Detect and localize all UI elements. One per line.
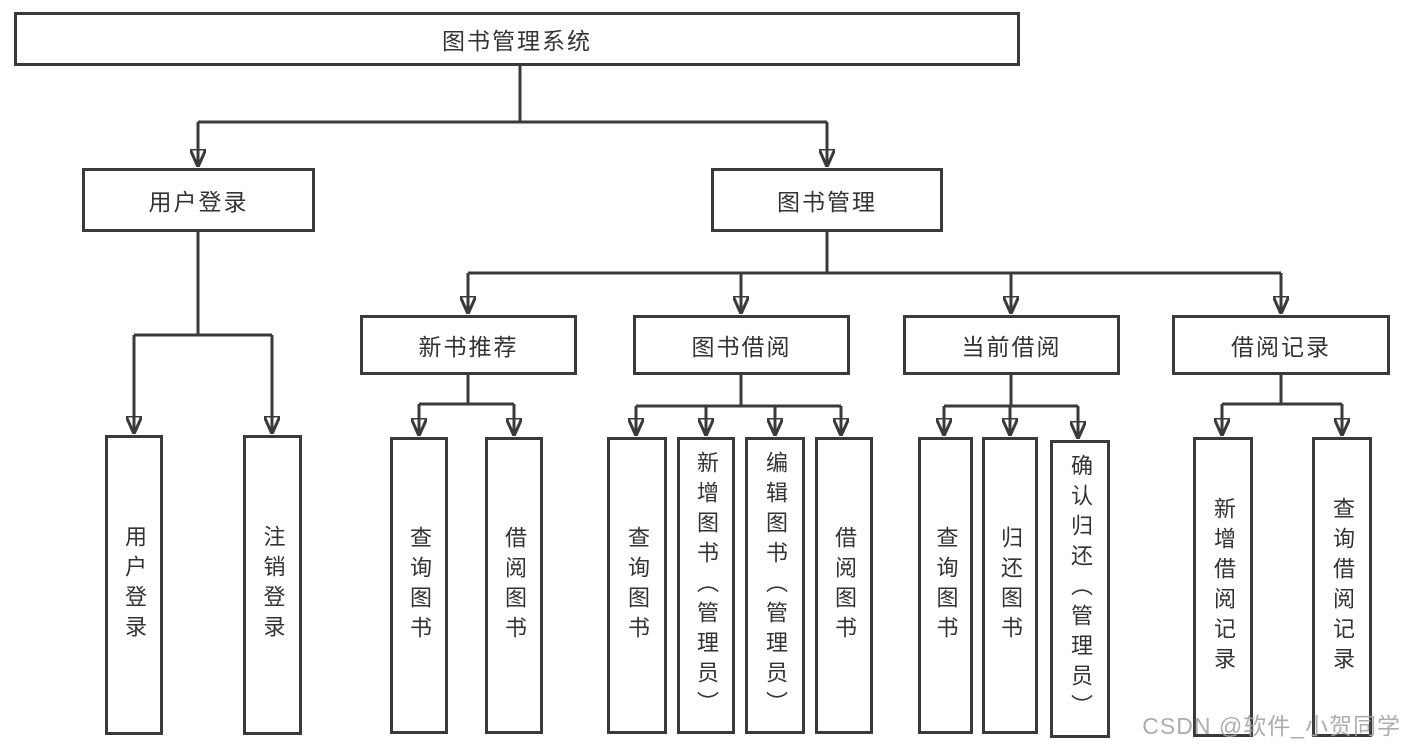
leaf-query-books-borrow-label: 查询图书: [625, 525, 650, 646]
leaf-query-borrow-record-label: 查询借阅记录: [1330, 497, 1355, 677]
leaf-add-borrow-record-label: 新增借阅记录: [1211, 497, 1236, 677]
leaf-borrow-books-label: 借阅图书: [832, 525, 857, 646]
leaf-return-books-label: 归还图书: [998, 525, 1023, 646]
leaf-query-books-borrow: 查询图书: [607, 437, 667, 734]
leaf-add-books-admin-label: 新增图书（管理员）: [694, 450, 719, 721]
node-library-management-system: 图书管理系统: [14, 12, 1020, 66]
leaf-borrow-books-recommend-label: 借阅图书: [502, 525, 527, 646]
leaf-query-books-recommend-label: 查询图书: [407, 525, 432, 646]
leaf-borrow-books: 借阅图书: [815, 437, 873, 734]
leaf-query-books-recommend: 查询图书: [390, 437, 448, 734]
leaf-edit-books-admin-label: 编辑图书（管理员）: [763, 450, 788, 721]
node-current-borrow: 当前借阅: [903, 315, 1120, 375]
leaf-add-books-admin: 新增图书（管理员）: [677, 437, 735, 734]
leaf-query-books-current: 查询图书: [918, 437, 973, 734]
leaf-query-borrow-record: 查询借阅记录: [1312, 437, 1372, 737]
leaf-confirm-return-admin-label: 确认归还（管理员）: [1068, 454, 1093, 724]
node-user-login: 用户登录: [82, 168, 315, 232]
leaf-logout-label: 注销登录: [260, 525, 286, 645]
leaf-query-books-current-label: 查询图书: [933, 525, 959, 646]
leaf-add-borrow-record: 新增借阅记录: [1193, 437, 1253, 737]
leaf-borrow-books-recommend: 借阅图书: [485, 437, 543, 734]
leaf-confirm-return-admin: 确认归还（管理员）: [1050, 440, 1110, 738]
csdn-watermark: CSDN @软件_小贺同学: [1142, 713, 1401, 739]
node-borrow-record: 借阅记录: [1172, 315, 1390, 375]
leaf-logout: 注销登录: [243, 435, 302, 735]
leaf-user-login: 用户登录: [105, 435, 163, 735]
leaf-return-books: 归还图书: [982, 437, 1038, 734]
node-new-book-recommend: 新书推荐: [360, 315, 577, 375]
leaf-edit-books-admin: 编辑图书（管理员）: [745, 437, 805, 734]
node-book-borrow: 图书借阅: [633, 315, 850, 375]
leaf-user-login-label: 用户登录: [122, 525, 147, 645]
node-book-management: 图书管理: [711, 168, 943, 232]
